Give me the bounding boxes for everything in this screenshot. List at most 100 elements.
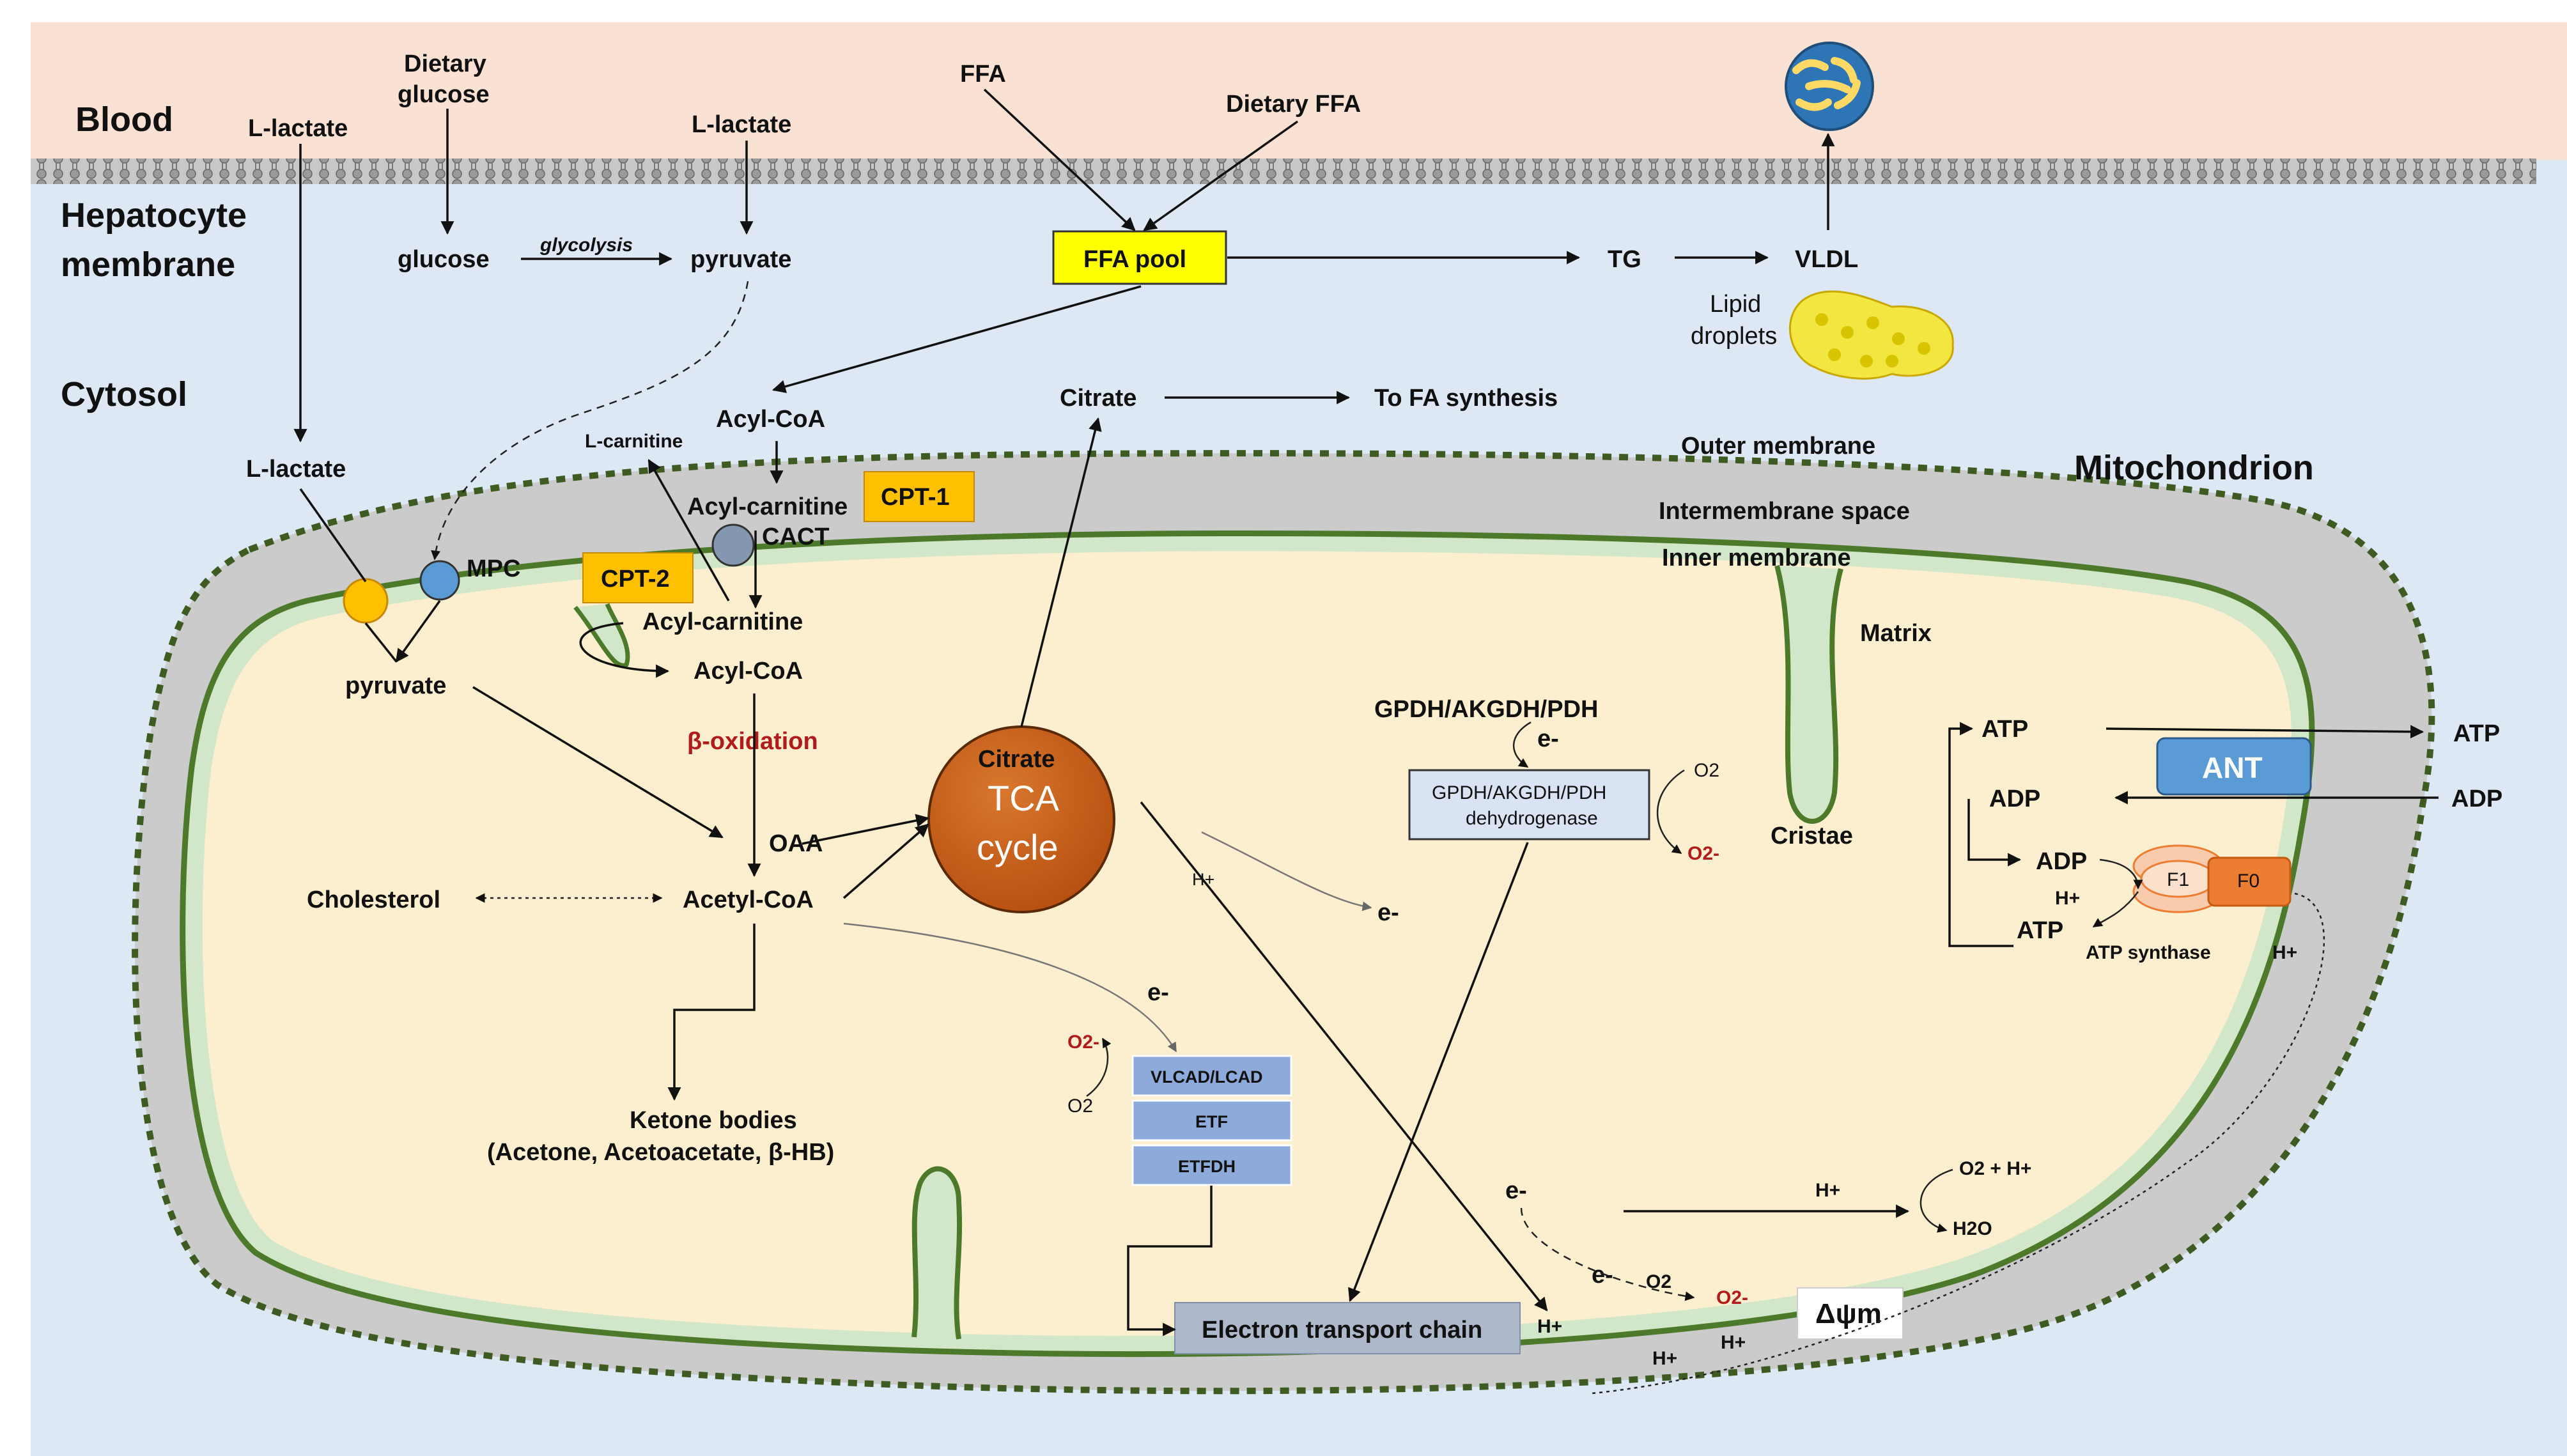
region-cytosol: Cytosol — [61, 375, 187, 414]
cytosol-tg: TG — [1608, 246, 1641, 273]
tca-citrate-label: Citrate — [978, 746, 1055, 773]
cytosol-l-carnitine: L-carnitine — [585, 431, 683, 452]
etfdh-label: ETFDH — [1178, 1157, 1236, 1176]
arrow-gpdh-electron — [1512, 721, 1532, 768]
matrix-acyl-coa: Acyl-CoA — [694, 658, 803, 685]
matrix-adp-synthase: ADP — [2036, 848, 2087, 875]
etf-box — [1131, 1099, 1292, 1142]
lipid-droplet-icon — [1788, 290, 1954, 380]
label-inner-membrane: Inner membrane — [1662, 545, 1851, 571]
etc-hplus: H+ — [1537, 1316, 1562, 1337]
region-mitochondrion: Mitochondrion — [2074, 449, 2314, 487]
gpdh-label: GPDH/AKGDH/PDH — [1374, 696, 1598, 723]
blood-dietary-glucose-2: glucose — [398, 81, 490, 108]
crista-top — [1774, 564, 1843, 824]
arrow-ffa-to-pool — [983, 88, 1136, 231]
ims-hplus-2: H+ — [1721, 1332, 1746, 1353]
atp-synthase-icon — [2132, 844, 2292, 913]
f0-label: F0 — [2237, 871, 2260, 892]
region-hepatocyte-membrane-2: membrane — [61, 245, 235, 284]
cytosol-l-lactate: L-lactate — [246, 456, 346, 483]
arrow-acetyl-to-ketone — [667, 924, 756, 1101]
arrow-o2-to-water — [1919, 1168, 1953, 1233]
matrix-acyl-carnitine: Acyl-carnitine — [642, 608, 803, 635]
mpc-transporter-icon — [419, 560, 460, 601]
arrow-beta-ox-ros — [1086, 1037, 1112, 1097]
gpdh-dehydrogenase-box — [1408, 769, 1650, 840]
blood-dietary-ffa: Dietary FFA — [1226, 91, 1361, 118]
atp-synthase-label: ATP synthase — [2086, 942, 2211, 963]
etc-label: Electron transport chain — [1202, 1317, 1482, 1344]
cact-label: CACT — [762, 523, 830, 550]
cytosol-lipid-droplets-2: droplets — [1691, 323, 1777, 350]
matrix-ketone-bodies-1: Ketone bodies — [630, 1107, 797, 1134]
blood-l-lactate-right: L-lactate — [692, 111, 791, 138]
arrow-dietary-ffa-to-pool — [1143, 120, 1299, 231]
matrix-atp-top: ATP — [1981, 716, 2028, 743]
arrow-atp-export — [2106, 725, 2424, 739]
gpdh-electron: e- — [1537, 725, 1559, 752]
synthase-hplus-matrix: H+ — [2055, 888, 2080, 909]
mpc-label: MPC — [467, 555, 520, 582]
cpt1-label: CPT-1 — [881, 484, 950, 511]
matrix-adp-top: ADP — [1989, 786, 2040, 812]
ffa-pool-box — [1052, 230, 1227, 285]
tca-electron: e- — [1377, 899, 1399, 926]
label-outer-membrane: Outer membrane — [1681, 433, 1875, 460]
region-blood: Blood — [75, 100, 173, 139]
cytosol-glycolysis: glycolysis — [539, 235, 633, 256]
arrow-etfdh-to-etc — [1127, 1186, 1213, 1336]
cytosol-atp: ATP — [2453, 720, 2500, 747]
arrow-transporter-to-pyruvate — [364, 600, 441, 662]
cytosol-lipid-droplets-1: Lipid — [1710, 291, 1761, 318]
cytosol-glucose: glucose — [398, 246, 490, 273]
arrow-pyruvate-to-acetyl — [472, 686, 724, 839]
ims-hplus-1: H+ — [1652, 1348, 1677, 1369]
arrow-adp-into-f1 — [2099, 858, 2143, 890]
arrow-tca-electron — [1201, 831, 1372, 911]
ant-label: ANT — [2202, 751, 2263, 784]
cytosol-acyl-coa: Acyl-CoA — [716, 406, 825, 433]
beta-ox-o2-minus: O2- — [1067, 1032, 1099, 1053]
lactate-transporter-icon — [343, 578, 389, 624]
matrix-pyruvate: pyruvate — [345, 672, 446, 699]
arrow-carnitine-cycle — [648, 459, 730, 601]
label-cristae: Cristae — [1771, 823, 1853, 849]
gpdh-box-line-2: dehydrogenase — [1466, 808, 1598, 829]
arrow-acetyl-to-tca — [842, 823, 929, 899]
ros-electron-2: e- — [1592, 1262, 1613, 1289]
arrow-pool-to-acyl-coa — [772, 285, 1142, 393]
arrow-oaa-to-tca — [802, 814, 930, 845]
mitochondrion-matrix — [202, 551, 2292, 1336]
arrow-acetyl-electron-to-vlcad — [843, 922, 1177, 1053]
vlcad-box — [1131, 1055, 1292, 1097]
gpdh-box-line-1: GPDH/AKGDH/PDH — [1432, 782, 1606, 803]
arrow-tca-hplus — [1140, 801, 1548, 1312]
membrane-potential-label: Δψm — [1815, 1298, 1882, 1329]
label-intermembrane-space: Intermembrane space — [1659, 498, 1910, 525]
blood-background — [31, 22, 2567, 160]
synthase-hplus-ims: H+ — [2272, 942, 2297, 963]
membrane-potential-box — [1797, 1287, 1904, 1340]
matrix-cholesterol: Cholesterol — [307, 887, 440, 913]
cytosol-adp: ADP — [2451, 786, 2502, 812]
arrow-proton-gradient — [1591, 892, 2325, 1395]
cytosol-citrate: Citrate — [1060, 385, 1136, 412]
beta-ox-o2: O2 — [1067, 1096, 1093, 1117]
tca-label-1: TCA — [988, 778, 1060, 818]
tca-label-2: cycle — [977, 827, 1059, 867]
water-o2-h: O2 + H+ — [1959, 1158, 2031, 1179]
ffa-pool-label: FFA pool — [1083, 246, 1186, 273]
arrow-atp-recycle — [1948, 722, 2013, 947]
cpt1-box — [864, 471, 975, 522]
region-hepatocyte-membrane-1: Hepatocyte — [61, 196, 247, 235]
matrix-atp-synthase-out: ATP — [2017, 917, 2063, 944]
vldl-particle-icon — [1785, 42, 1874, 131]
gpdh-o2: O2 — [1694, 760, 1719, 781]
arrow-f1-to-atp — [2092, 891, 2139, 928]
arrow-gpdh-to-etc — [1348, 842, 1529, 1302]
cytosol-vldl: VLDL — [1795, 246, 1858, 273]
cytosol-pyruvate: pyruvate — [690, 246, 791, 273]
cpt2-box — [582, 552, 694, 603]
